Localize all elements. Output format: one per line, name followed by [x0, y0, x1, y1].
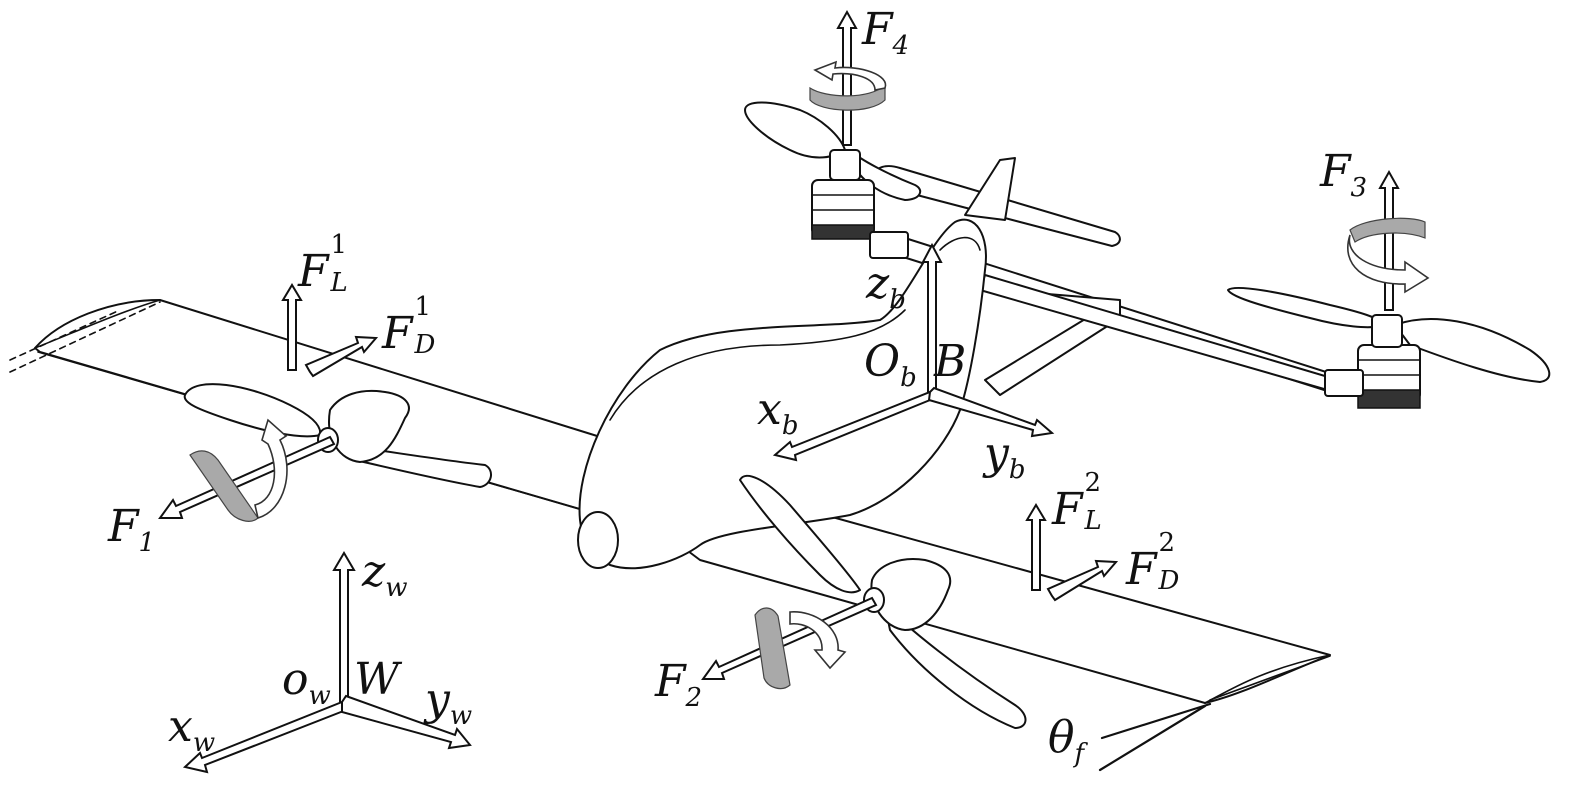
- left-wing: [9, 299, 611, 513]
- fuselage: [577, 218, 987, 570]
- label-zw: zw: [362, 546, 408, 603]
- label-xw: xw: [168, 701, 216, 758]
- body-frame-axes: [772, 242, 1055, 462]
- rotor-4: [744, 101, 922, 259]
- thrust-f2: [701, 596, 878, 690]
- rotor-3: [1227, 287, 1551, 409]
- label-ow: ow: [282, 654, 331, 711]
- aero-forces-2: [1025, 503, 1119, 602]
- label-f1: F1: [108, 501, 156, 558]
- world-frame-axes: [182, 551, 472, 774]
- thrust-f3: [1347, 169, 1430, 311]
- thrust-f4: [809, 9, 887, 146]
- label-yw: yw: [425, 674, 473, 731]
- rotor-1: [183, 383, 492, 488]
- label-yb: yb: [984, 428, 1026, 485]
- thrust-f1: [158, 418, 336, 522]
- aero-forces-1: [281, 283, 379, 378]
- label-world-frame: W: [354, 654, 400, 705]
- flap-angle: [1098, 702, 1212, 772]
- tail-surfaces: [873, 157, 1121, 247]
- label-f4: F4: [862, 4, 910, 61]
- label-zb: zb: [866, 258, 906, 315]
- label-theta-f: θf: [1048, 712, 1085, 769]
- label-body-frame: B: [934, 336, 967, 387]
- label-xb: xb: [757, 384, 799, 441]
- label-f2: F2: [655, 656, 703, 713]
- label-f3: F3: [1320, 146, 1368, 203]
- rotor-2: [739, 475, 1027, 729]
- label-ob: Ob: [864, 336, 917, 393]
